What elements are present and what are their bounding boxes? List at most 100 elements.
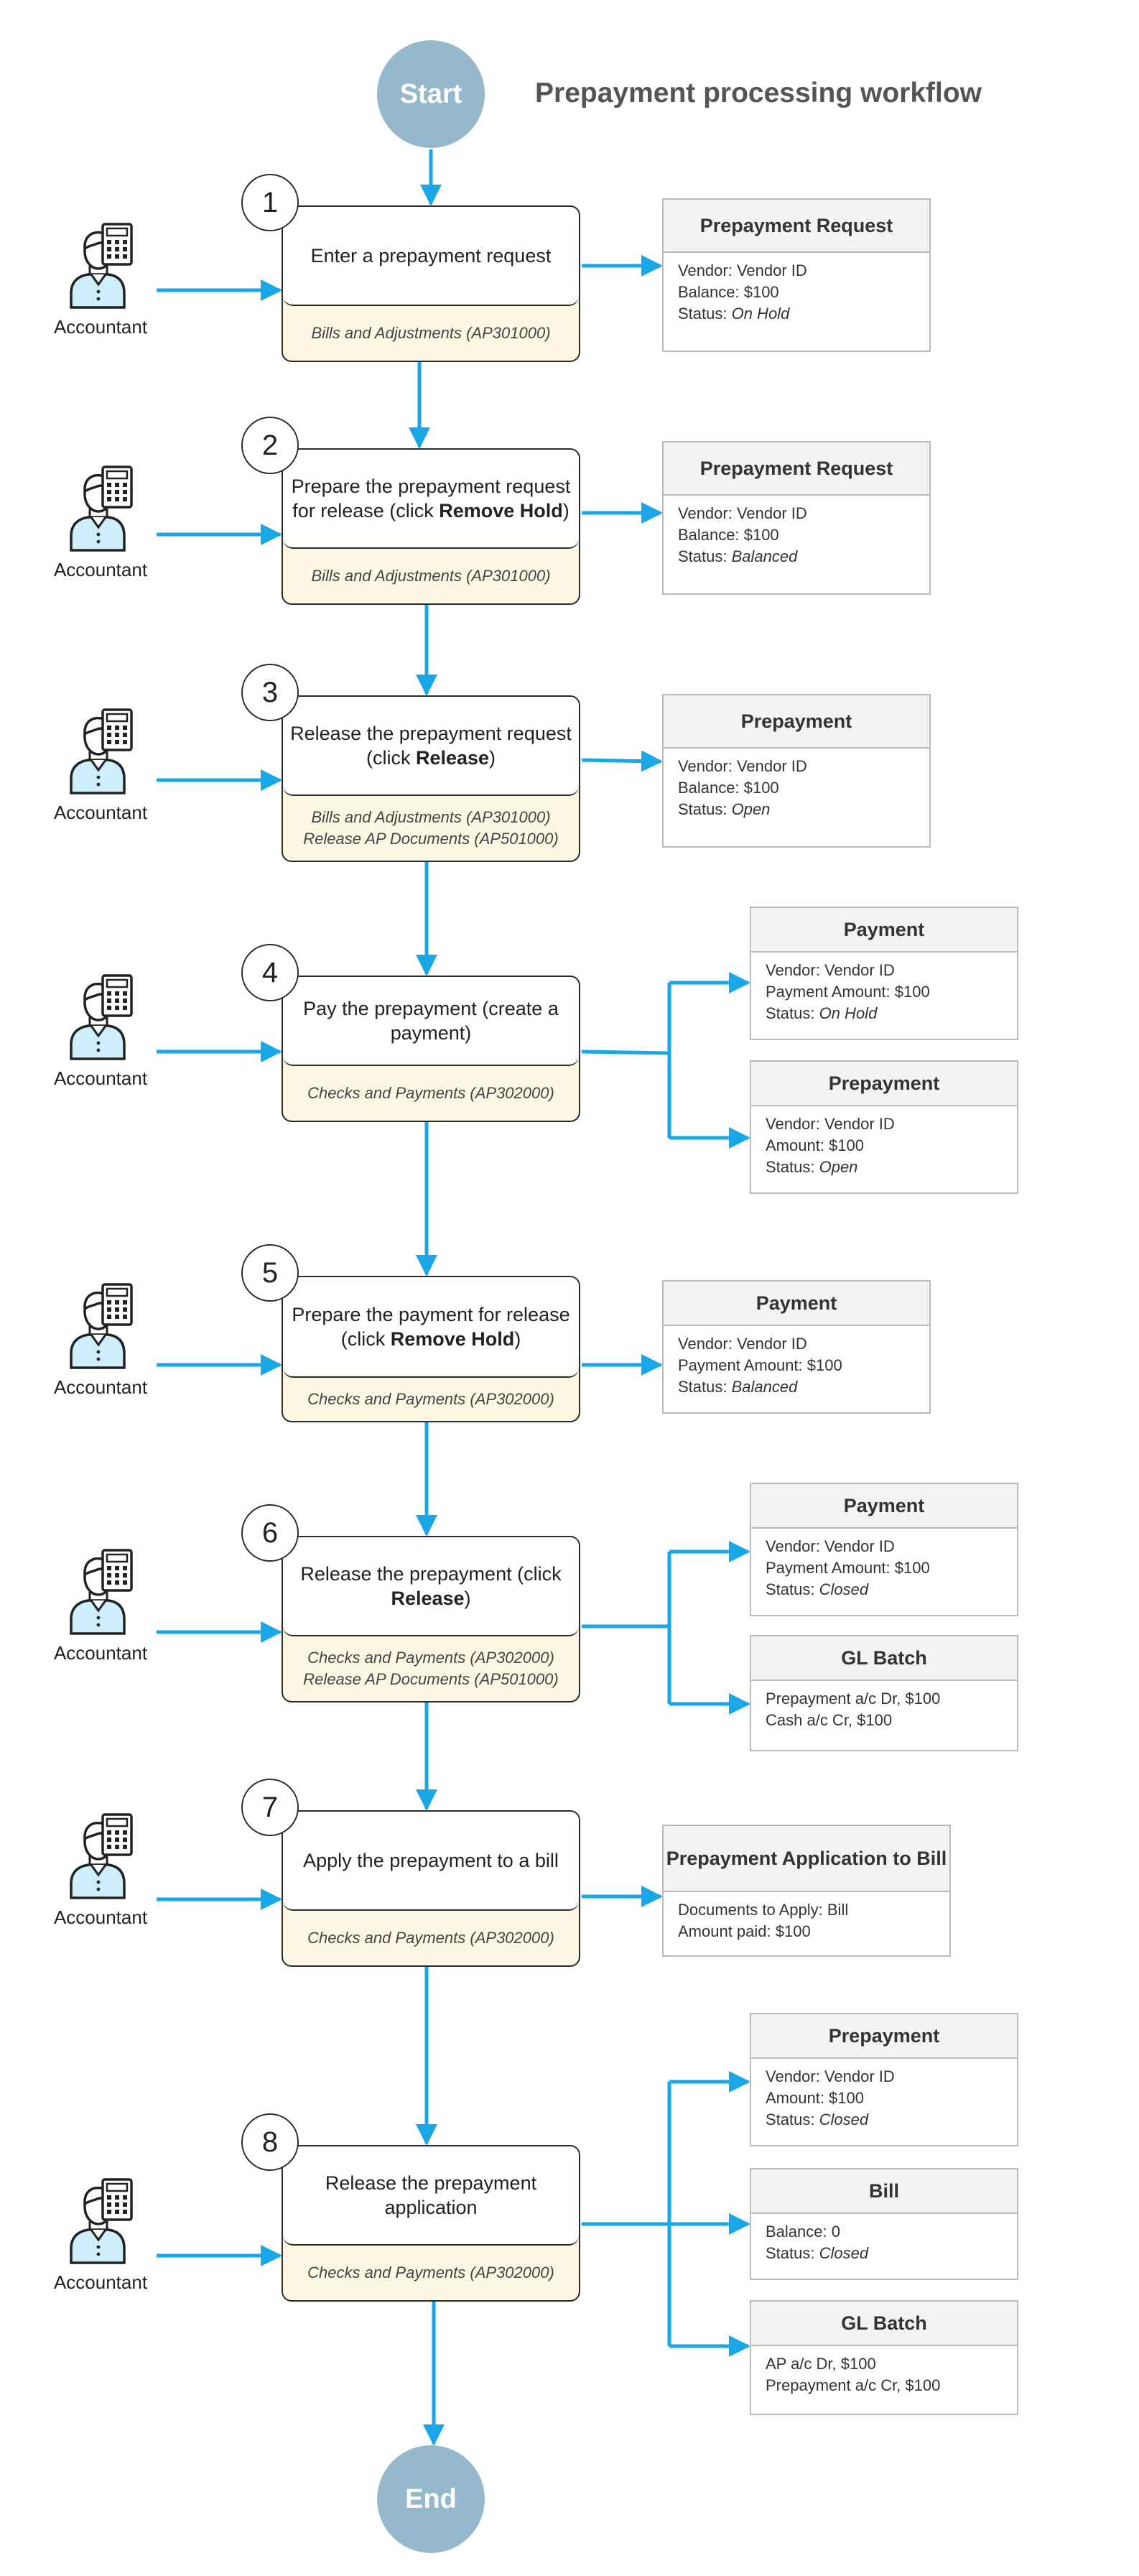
status-value: Closed — [819, 1580, 869, 1598]
accountant-with-calculator-icon — [70, 1813, 133, 1899]
start-label: Start — [399, 78, 462, 109]
step-5-text: Prepare the payment for release (click R… — [283, 1277, 579, 1378]
output-trunk-step-4 — [581, 1050, 670, 1055]
document-field: Prepayment a/c Dr, $100 — [766, 1690, 941, 1708]
document-field: Vendor: Vendor ID — [766, 2067, 895, 2085]
step-text-part: Prepare the payment for release (click — [292, 1304, 570, 1350]
document-field: Vendor: Vendor ID — [766, 1115, 895, 1133]
document-title: Prepayment — [751, 2014, 1017, 2059]
document-field: Prepayment a/c Cr, $100 — [766, 2376, 941, 2394]
document-title: Prepayment Request — [664, 200, 929, 253]
step-text-part: Release the prepayment (click — [300, 1563, 562, 1585]
step-5-forms: Checks and Payments (AP302000) — [283, 1378, 579, 1420]
step-text-part: ) — [489, 747, 496, 769]
form-reference[interactable]: Checks and Payments (AP302000) — [307, 2263, 554, 2281]
status-value: On Hold — [819, 1004, 878, 1022]
start-node: Start — [377, 40, 485, 148]
document-field: Payment Amount: $100 — [678, 1356, 842, 1374]
document-field: Vendor: Vendor ID — [678, 504, 807, 522]
document-title: Prepayment Application to Bill — [664, 1826, 949, 1892]
step-2-box: Prepare the prepayment request for relea… — [282, 448, 580, 605]
step-4-text: Pay the prepayment (create a payment) — [283, 977, 579, 1066]
step-action-name: Release — [415, 747, 490, 769]
accountant-with-calculator-icon — [70, 223, 133, 309]
step-8-text: Release the prepayment application — [283, 2146, 579, 2246]
document-field: Balance: $100 — [678, 526, 779, 544]
form-reference[interactable]: Checks and Payments (AP302000) — [307, 1389, 554, 1408]
document-title: Prepayment — [664, 695, 929, 749]
form-reference[interactable]: Checks and Payments (AP302000) — [307, 1648, 554, 1667]
step-8-number: 8 — [241, 2113, 299, 2171]
document-field: Documents to Apply: Bill — [678, 1901, 849, 1919]
actor-label: Accountant — [53, 1376, 148, 1398]
form-reference[interactable]: Checks and Payments (AP302000) — [307, 1083, 554, 1102]
status-value: On Hold — [731, 305, 790, 323]
accountant-with-calculator-icon — [70, 465, 133, 552]
document-field: Vendor: Vendor ID — [678, 1335, 807, 1353]
step-text-part: ) — [562, 500, 570, 522]
document-field: Status: Closed — [766, 2244, 869, 2262]
document-field: Payment Amount: $100 — [766, 983, 930, 1001]
step-7-forms: Checks and Payments (AP302000) — [283, 1911, 579, 1965]
step-3-forms: Bills and Adjustments (AP301000) Release … — [283, 796, 579, 860]
document-title: Payment — [664, 1282, 929, 1326]
document-field: AP a/c Dr, $100 — [766, 2355, 876, 2373]
document-field: Balance: $100 — [678, 779, 779, 797]
step-3-number: 3 — [241, 664, 299, 721]
step-5-box: Prepare the payment for release (click R… — [282, 1276, 580, 1422]
end-node: End — [377, 2445, 485, 2553]
document-field: Amount: $100 — [766, 1136, 864, 1154]
step-2-number: 2 — [241, 417, 299, 474]
step-6-box: Release the prepayment (click Release)Ch… — [282, 1536, 580, 1702]
step-4-forms: Checks and Payments (AP302000) — [283, 1066, 579, 1120]
document-title: Payment — [751, 908, 1017, 953]
step-text-part: Prepare the prepayment request for relea… — [291, 476, 571, 522]
output-arrow-step-3 — [581, 750, 663, 772]
form-reference[interactable]: Bills and Adjustments (AP301000) — [311, 566, 551, 585]
status-value: Open — [819, 1158, 858, 1176]
document-field: Payment Amount: $100 — [766, 1559, 930, 1577]
form-reference[interactable]: Release AP Documents (AP501000) — [303, 1669, 559, 1688]
form-reference[interactable]: Bills and Adjustments (AP301000) — [311, 323, 551, 342]
form-reference[interactable]: Bills and Adjustments (AP301000) — [311, 807, 551, 826]
step-3-box: Release the prepayment request (click Re… — [282, 695, 580, 862]
document-field: Status: Open — [678, 800, 771, 818]
accountant-with-calculator-icon — [70, 974, 133, 1060]
document-title: Prepayment — [751, 1062, 1017, 1106]
status-value: Open — [731, 800, 771, 818]
step-8-forms: Checks and Payments (AP302000) — [283, 2246, 579, 2299]
step-2-forms: Bills and Adjustments (AP301000) — [283, 549, 579, 603]
actor-label: Accountant — [53, 1642, 148, 1664]
step-1-text: Enter a prepayment request — [283, 207, 579, 306]
end-label: End — [405, 2483, 457, 2514]
step-4-number: 4 — [241, 944, 299, 1001]
step-5-number: 5 — [241, 1244, 299, 1302]
step-1-number: 1 — [241, 174, 299, 231]
page-title: Prepayment processing workflow — [535, 78, 982, 108]
document-field: Status: Closed — [766, 1580, 869, 1598]
step-1-forms: Bills and Adjustments (AP301000) — [283, 306, 579, 360]
document-field: Vendor: Vendor ID — [766, 1537, 895, 1555]
form-reference[interactable]: Checks and Payments (AP302000) — [307, 1928, 554, 1947]
step-text-part: ) — [514, 1328, 521, 1350]
document-field: Status: Balanced — [678, 1378, 798, 1396]
status-value: Closed — [819, 2111, 869, 2128]
status-value: Balanced — [731, 1378, 798, 1396]
document-field: Balance: 0 — [766, 2223, 840, 2241]
document-field: Balance: $100 — [678, 283, 779, 301]
actor-label: Accountant — [53, 1067, 148, 1089]
form-reference[interactable]: Release AP Documents (AP501000) — [303, 829, 559, 848]
